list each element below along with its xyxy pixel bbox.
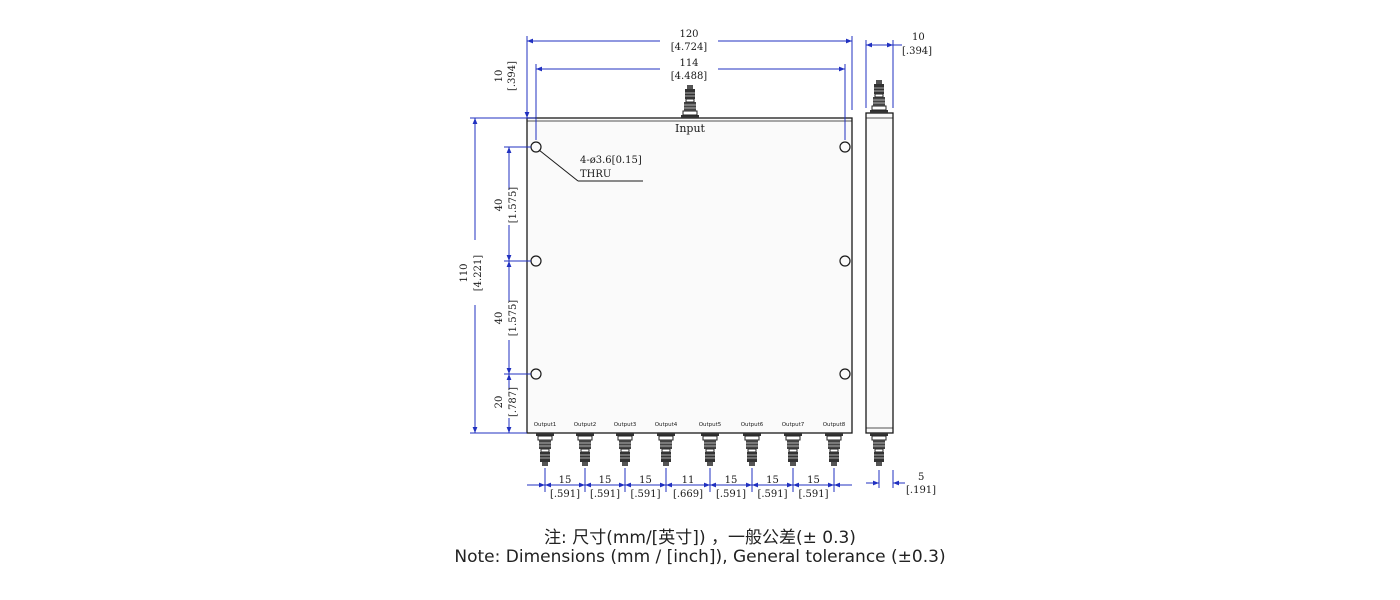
output-label: Output1 bbox=[534, 422, 557, 428]
housing-outline bbox=[526, 117, 853, 434]
port-spacing-inch: [.591] bbox=[716, 489, 746, 500]
dimension-labels: 120 [4.724] 114 [4.488] 10 [.394] 5 [.19… bbox=[459, 29, 936, 496]
port-spacing-inch: [.591] bbox=[798, 489, 828, 500]
dim-hole-width-mm: 114 bbox=[679, 58, 698, 69]
port-spacing-mm: 15 bbox=[807, 475, 820, 486]
dimension-lines bbox=[470, 36, 905, 488]
dim-hole-gap-2-mm: 40 bbox=[494, 312, 505, 325]
port-spacing-inch: [.669] bbox=[673, 489, 703, 500]
note-english: Note: Dimensions (mm / [inch]), General … bbox=[454, 547, 946, 567]
dim-side-offset-inch: [.191] bbox=[906, 485, 936, 496]
output-label: Output2 bbox=[574, 422, 597, 428]
port-spacing-mm: 15 bbox=[559, 475, 572, 486]
output-label: Output5 bbox=[699, 422, 722, 428]
dim-hole-gap-1-inch: [1.575] bbox=[508, 187, 519, 224]
dim-top-margin-inch: [.394] bbox=[507, 61, 518, 91]
side-view bbox=[865, 79, 894, 467]
dim-side-depth-inch: [.394] bbox=[902, 46, 932, 57]
port-spacing-inch: [.591] bbox=[630, 489, 660, 500]
dim-overall-height-mm: 110 bbox=[459, 263, 470, 282]
dim-bottom-margin-mm: 20 bbox=[494, 396, 505, 409]
dim-side-offset-mm: 5 bbox=[918, 472, 924, 483]
output-label: Output6 bbox=[741, 422, 764, 428]
output-label: Output3 bbox=[614, 422, 637, 428]
hole-callout-thru: THRU bbox=[580, 169, 611, 180]
output-connector bbox=[783, 432, 803, 467]
output-connector bbox=[824, 432, 844, 467]
mounting-hole bbox=[839, 368, 851, 380]
port-spacing-inch: [.591] bbox=[550, 489, 580, 500]
side-outline bbox=[865, 112, 894, 434]
dim-top-margin-mm: 10 bbox=[494, 70, 505, 83]
dim-overall-height-inch: [4.221] bbox=[473, 255, 484, 292]
input-connector bbox=[680, 84, 700, 119]
dim-bottom-margin-inch: [.787] bbox=[508, 387, 519, 417]
port-spacing-dimensions: 15 [.591] 15 [.591] 15 [.591] 11 [.669] 15 [.591]… bbox=[527, 468, 852, 500]
hole-callout-text: 4-ø3.6[0.15] bbox=[580, 155, 642, 166]
port-spacing-mm: 15 bbox=[725, 475, 738, 486]
output-ports: Output1 Output2 Output3 Output4 Output5 Outpu… bbox=[534, 422, 846, 467]
output-connector bbox=[615, 432, 635, 467]
output-connector bbox=[700, 432, 720, 467]
mounting-hole bbox=[839, 141, 851, 153]
port-spacing-inch: [.591] bbox=[757, 489, 787, 500]
dim-side-depth-mm: 10 bbox=[912, 32, 925, 43]
port-spacing-mm: 11 bbox=[682, 475, 695, 486]
output-connector bbox=[575, 432, 595, 467]
dim-overall-width-inch: [4.724] bbox=[671, 42, 708, 53]
output-label: Output4 bbox=[655, 422, 678, 428]
output-connector bbox=[656, 432, 676, 467]
port-spacing-mm: 15 bbox=[639, 475, 652, 486]
output-label: Output7 bbox=[782, 422, 805, 428]
port-spacing-mm: 15 bbox=[599, 475, 612, 486]
front-view: Input 4-ø3.6[0.15] THRU bbox=[526, 84, 853, 434]
port-spacing-mm: 15 bbox=[766, 475, 779, 486]
input-label: Input bbox=[675, 122, 706, 135]
port-spacing-inch: [.591] bbox=[590, 489, 620, 500]
side-output-connector bbox=[869, 432, 889, 467]
hole-callout-leader bbox=[538, 149, 579, 182]
dim-hole-gap-1-mm: 40 bbox=[494, 199, 505, 212]
dim-overall-width-mm: 120 bbox=[679, 29, 698, 40]
dim-hole-gap-2-inch: [1.575] bbox=[508, 300, 519, 337]
output-connector bbox=[535, 432, 555, 467]
dim-hole-width-inch: [4.488] bbox=[671, 71, 708, 82]
note-chinese: 注: 尺寸(mm/[英寸]) ，一般公差(± 0.3) bbox=[544, 528, 856, 548]
side-input-connector bbox=[869, 79, 889, 114]
output-label: Output8 bbox=[823, 422, 846, 428]
mounting-hole bbox=[839, 255, 851, 267]
output-connector bbox=[742, 432, 762, 467]
